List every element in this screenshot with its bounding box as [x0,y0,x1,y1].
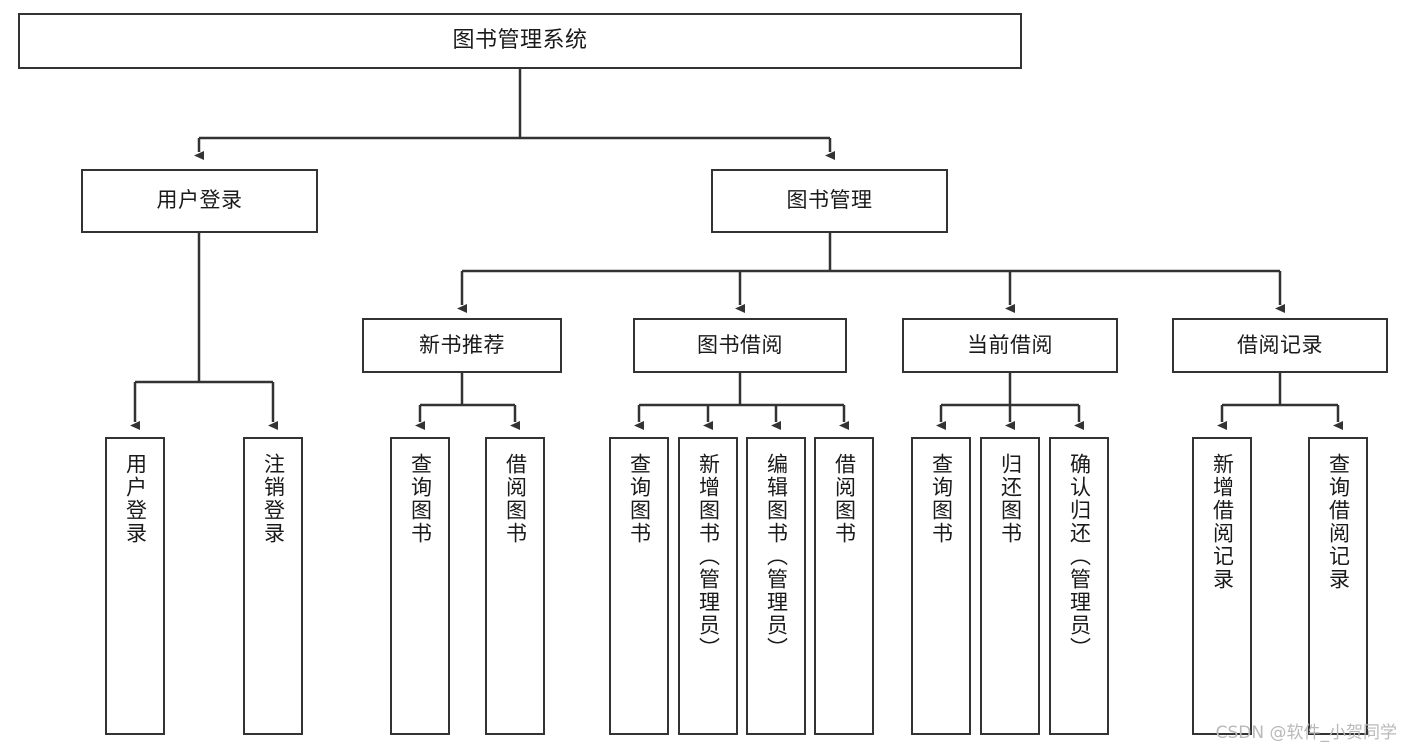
leaf-new-book-query-books[interactable]: 查询图书 [390,437,450,735]
node-user-login[interactable]: 用户登录 [81,169,318,233]
node-label: 图书借阅 [697,332,783,357]
leaf-user-login-sign-in[interactable]: 用户登录 [105,437,165,735]
node-label: 用户登录 [123,453,148,545]
node-label: 查询借阅记录 [1326,453,1351,591]
node-label: 注销登录 [261,453,286,545]
leaf-borrow-add-book-admin[interactable]: 新增图书（管理员） [678,437,738,735]
node-label: 当前借阅 [967,332,1053,357]
node-label: 借阅记录 [1237,332,1323,357]
node-label: 新增借阅记录 [1210,453,1235,591]
node-label: 查询图书 [929,453,954,545]
node-current-borrowing[interactable]: 当前借阅 [902,318,1118,373]
node-label: 查询图书 [408,453,433,545]
node-label: 用户登录 [156,188,243,213]
leaf-record-add-record[interactable]: 新增借阅记录 [1192,437,1252,735]
leaf-current-return-books[interactable]: 归还图书 [980,437,1040,735]
node-label: 新书推荐 [419,332,505,357]
node-book-management-system[interactable]: 图书管理系统 [18,13,1022,69]
node-label: 借阅图书 [832,453,857,545]
node-book-borrowing[interactable]: 图书借阅 [633,318,847,373]
leaf-user-login-sign-out[interactable]: 注销登录 [243,437,303,735]
node-new-book-recommendation[interactable]: 新书推荐 [362,318,562,373]
leaf-borrow-edit-book-admin[interactable]: 编辑图书（管理员） [746,437,806,735]
node-label: 归还图书 [998,453,1023,545]
leaf-record-query-record[interactable]: 查询借阅记录 [1308,437,1368,735]
csdn-watermark: CSDN @软件_小贺同学 [1215,723,1397,743]
leaf-borrow-borrow-books[interactable]: 借阅图书 [814,437,874,735]
node-label: 图书管理系统 [452,27,588,53]
node-label: 新增图书（管理员） [696,453,721,660]
leaf-current-confirm-return-admin[interactable]: 确认归还（管理员） [1049,437,1109,735]
leaf-new-book-borrow-books[interactable]: 借阅图书 [485,437,545,735]
leaf-current-query-books[interactable]: 查询图书 [911,437,971,735]
node-label: 查询图书 [627,453,652,545]
node-label: 确认归还（管理员） [1067,453,1092,660]
node-book-management[interactable]: 图书管理 [711,169,948,233]
node-label: 图书管理 [786,188,873,213]
node-label: 编辑图书（管理员） [764,453,789,660]
node-label: 借阅图书 [503,453,528,545]
node-borrowing-record[interactable]: 借阅记录 [1172,318,1388,373]
leaf-borrow-query-books[interactable]: 查询图书 [609,437,669,735]
